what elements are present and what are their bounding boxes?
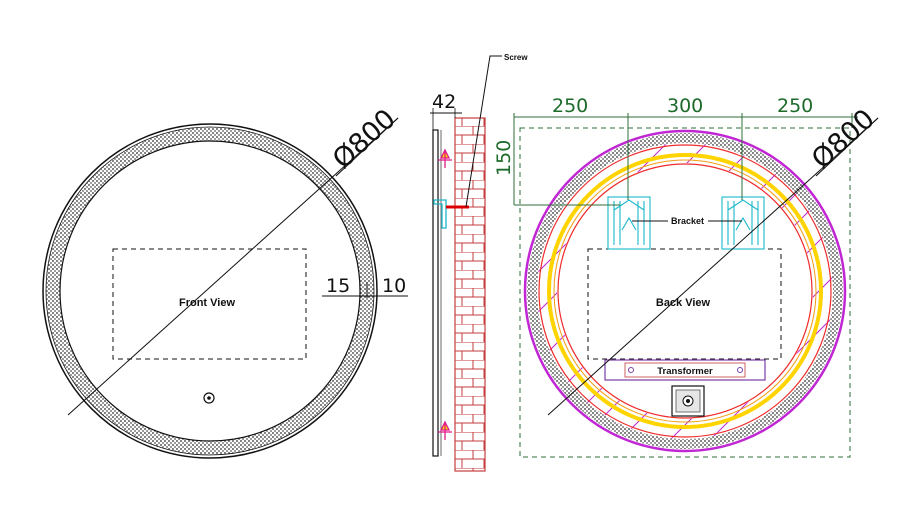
side-hanger <box>433 199 447 229</box>
front-inner-ring-2 <box>45 126 375 456</box>
bracket-dim-middle: 300 <box>667 95 703 117</box>
junction-box-dot <box>686 399 690 403</box>
front-view: Front View Ø800 15 10 <box>42 103 408 459</box>
transformer-screw-right <box>737 367 743 373</box>
transformer-screw-left <box>628 367 634 373</box>
side-bracket-bottom <box>438 420 452 440</box>
back-display-area <box>587 248 782 360</box>
bracket-right <box>721 196 765 250</box>
depth-dim-label: 42 <box>432 91 456 113</box>
back-diameter-label: Ø800 <box>806 103 881 175</box>
back-frame <box>519 127 851 458</box>
back-red-ring-outer <box>538 144 832 438</box>
back-outer-purple <box>523 129 847 453</box>
bracket-label: Bracket <box>671 216 704 226</box>
front-display-area <box>112 248 307 360</box>
back-yellow-led-ring <box>547 153 823 429</box>
touch-sensor-icon <box>203 392 215 404</box>
side-view: 42 Screw <box>430 53 528 472</box>
front-knurl-band <box>46 127 374 455</box>
back-knurl-band <box>527 133 843 449</box>
front-view-label: Front View <box>179 297 235 309</box>
back-orange-ring <box>553 159 817 423</box>
front-diameter-line <box>67 117 399 416</box>
mirror-profile <box>432 129 439 457</box>
rim-dim-10: 10 <box>382 275 406 297</box>
touch-sensor-dot <box>207 396 211 400</box>
bracket-dim-top: 150 <box>493 140 515 176</box>
wall-brick <box>454 117 486 472</box>
back-diameter-underline <box>815 117 879 177</box>
back-view: Back View Bracket 250 300 250 150 <box>493 95 881 458</box>
back-diameter-line <box>547 117 879 416</box>
transformer-inner <box>624 362 746 378</box>
front-inner-ring <box>59 140 361 442</box>
rim-dim-15: 15 <box>326 275 350 297</box>
side-bracket-top <box>438 148 452 168</box>
back-view-label: Back View <box>656 297 711 309</box>
bracket-dim-right: 250 <box>777 95 813 117</box>
front-diameter-underline <box>335 117 399 177</box>
transformer-body <box>604 359 766 381</box>
screw-leader <box>465 55 502 208</box>
bracket-dims <box>513 113 858 206</box>
back-red-ring-inner <box>557 163 813 419</box>
transformer-label: Transformer <box>657 366 713 377</box>
screw-label: Screw <box>504 53 528 62</box>
front-diameter-label: Ø800 <box>327 103 402 175</box>
bracket-dim-left: 250 <box>552 95 588 117</box>
front-outer-ring <box>42 123 378 459</box>
bracket-left <box>607 196 651 250</box>
